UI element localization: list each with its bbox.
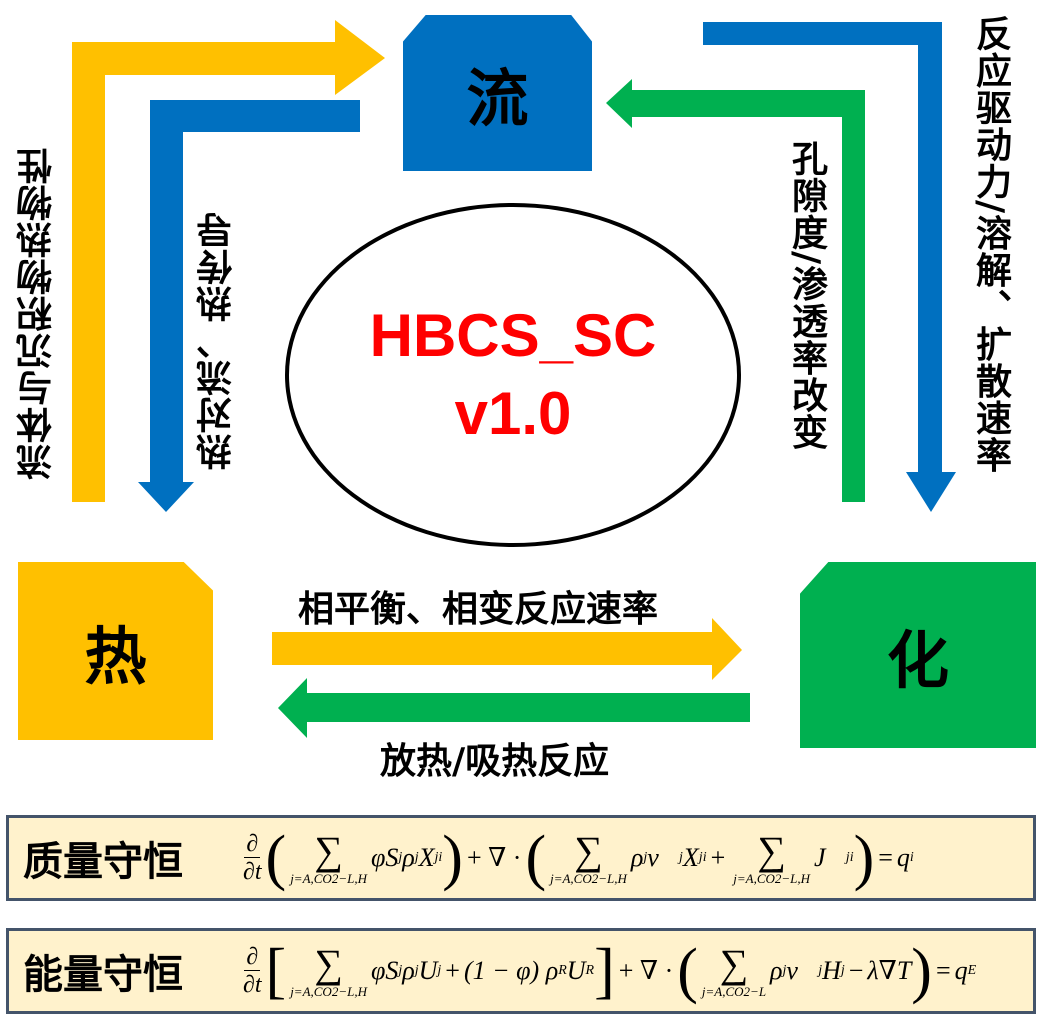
arrow-heat-to-chem — [272, 618, 742, 680]
label-flow-to-chem: 反应驱动力/溶解、扩散速率 — [970, 15, 1011, 474]
summation: ∑ j=A,CO2−L — [701, 941, 767, 999]
arrow-flow-to-chem — [703, 22, 956, 512]
label-heat-to-flow: 流体与沉积物热物性 — [17, 147, 58, 480]
node-chem: 化 — [800, 562, 1036, 748]
model-version: v1.0 — [454, 380, 572, 447]
model-name: HBCS_SC — [369, 302, 657, 369]
summation: ∑ j=A,CO2−L,H — [290, 828, 367, 886]
label-chem-to-flow: 孔隙度/渗透率改变 — [786, 140, 827, 451]
equation-energy-label: 能量守恒 — [23, 952, 183, 998]
summation: ∑ j=A,CO2−L,H — [733, 828, 811, 886]
equation-mass-label: 质量守恒 — [23, 839, 183, 885]
node-flow: 流 — [403, 15, 592, 171]
label-flow-to-heat: 热对流、热传导 — [197, 211, 238, 470]
arrow-flow-to-heat — [138, 100, 360, 512]
center-ellipse: HBCS_SC v1.0 — [285, 203, 741, 547]
arrow-chem-to-flow — [606, 79, 865, 502]
summation: ∑ j=A,CO2−L,H — [550, 828, 627, 886]
partial-derivative: ∂ ∂t — [243, 830, 262, 885]
node-heat-label: 热 — [84, 620, 147, 693]
partial-derivative: ∂ ∂t — [243, 943, 262, 998]
node-chem-label: 化 — [886, 624, 949, 697]
label-chem-to-heat: 放热/吸热反应 — [380, 741, 610, 782]
node-heat: 热 — [18, 562, 213, 740]
arrow-heat-to-flow — [72, 20, 385, 502]
label-heat-to-chem: 相平衡、相变反应速率 — [298, 589, 659, 630]
node-flow-label: 流 — [466, 62, 529, 135]
summation: ∑ j=A,CO2−L,H — [290, 941, 367, 999]
arrow-chem-to-heat — [278, 678, 750, 738]
